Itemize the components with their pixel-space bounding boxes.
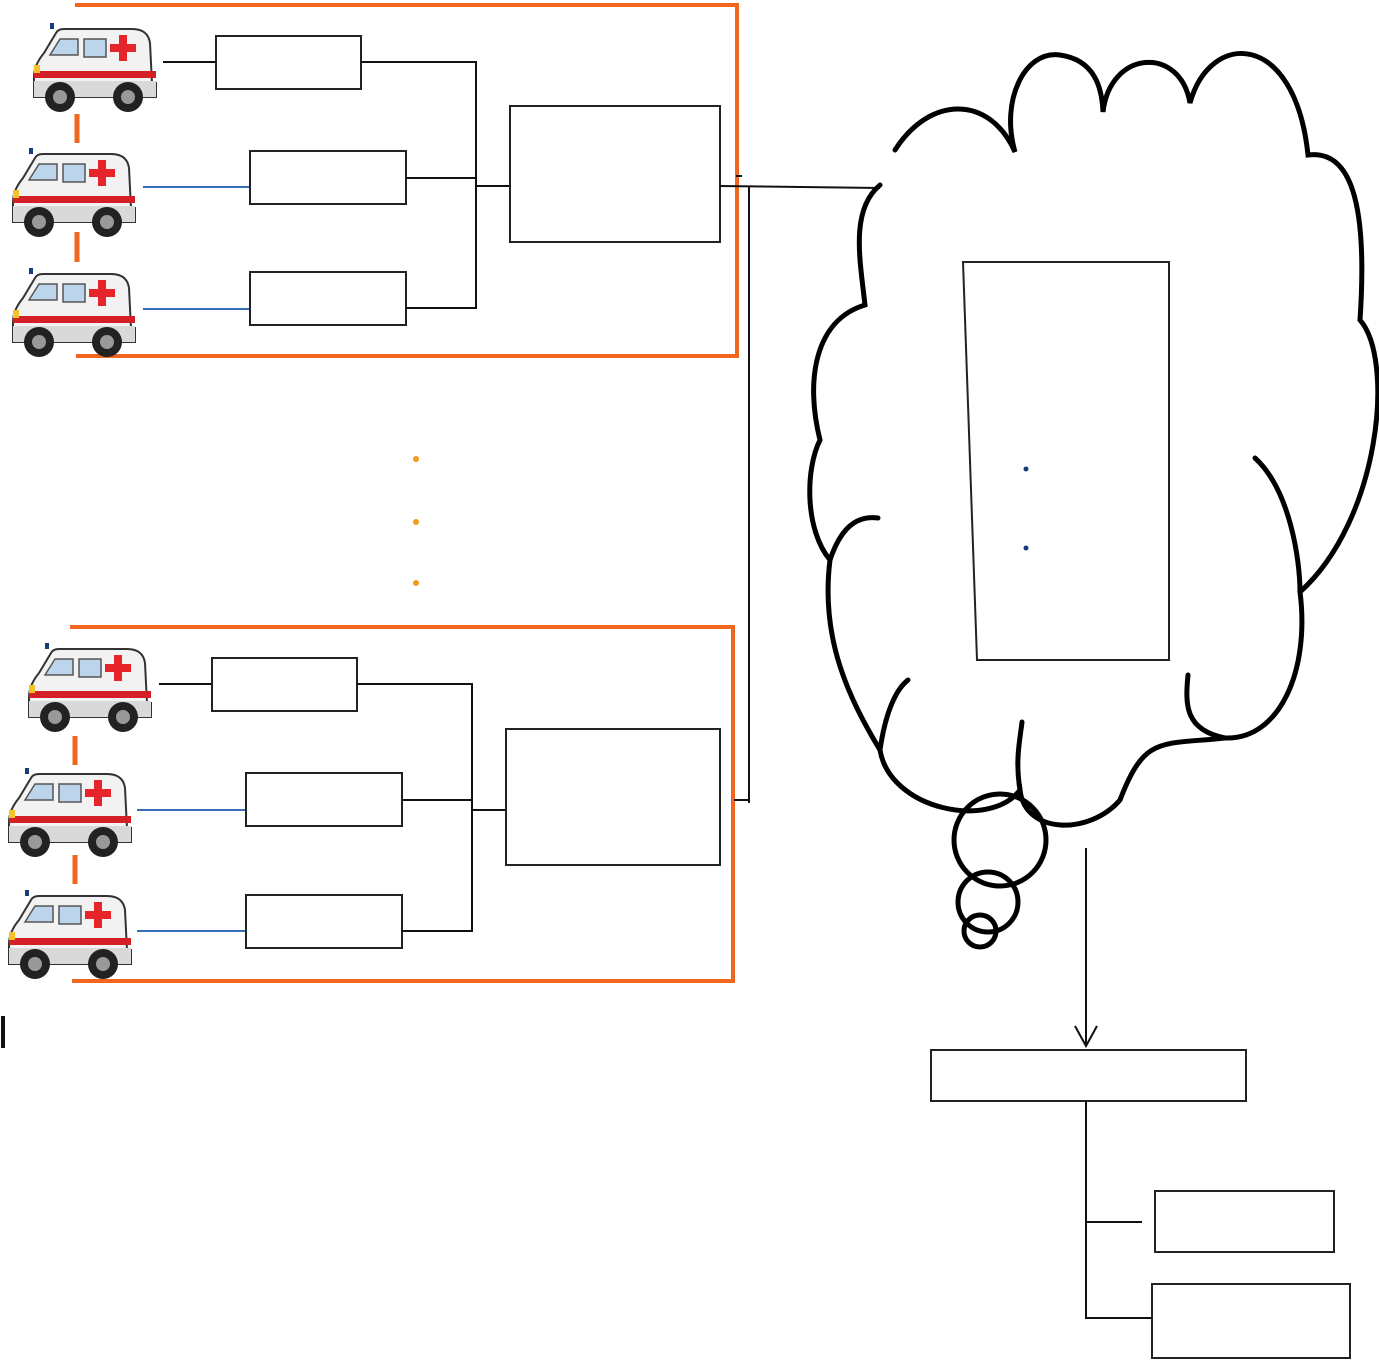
gateway-box-1 [509,105,721,243]
thought-bubble-large [951,791,1049,889]
cloud-server-panel [961,261,1170,661]
device-box-1-3 [249,271,407,326]
bus-connector-1 [361,61,510,309]
panel-ellipsis-dot [1023,545,1029,551]
group-1-border [75,3,739,358]
ambulance-icon [33,22,157,113]
ambulance-icon [28,642,152,733]
group-2-border [70,625,735,983]
cloud-outline [807,51,1379,828]
ambulance-icon [12,267,136,358]
vehicle-group-1 [12,3,739,358]
device-box-2-3 [245,894,403,949]
thought-cloud-shape [807,51,1379,950]
device-box-1-1 [215,35,362,90]
output-child-box-2 [1151,1283,1351,1359]
output-branch [930,848,1351,1359]
panel-ellipsis-dot [1023,466,1029,472]
vertical-ellipsis-dots [413,456,419,586]
arrow-head-icon [1074,1025,1098,1049]
thought-bubble-small [961,912,999,950]
device-box-2-1 [211,657,358,712]
bus-connector-2 [357,683,506,932]
ambulance-icon [12,147,136,238]
thought-bubble-medium [955,869,1021,935]
output-tree-connector [1085,1101,1152,1319]
ambulance-icon [8,889,132,980]
gateway-box-2 [505,728,721,866]
vehicle-group-2 [8,625,735,983]
device-box-2-2 [245,772,403,827]
output-box [930,1049,1247,1102]
cloud-uplink [719,175,881,803]
ambulance-icon [8,767,132,858]
output-child-box-1 [1154,1190,1335,1253]
device-box-1-2 [249,150,407,205]
